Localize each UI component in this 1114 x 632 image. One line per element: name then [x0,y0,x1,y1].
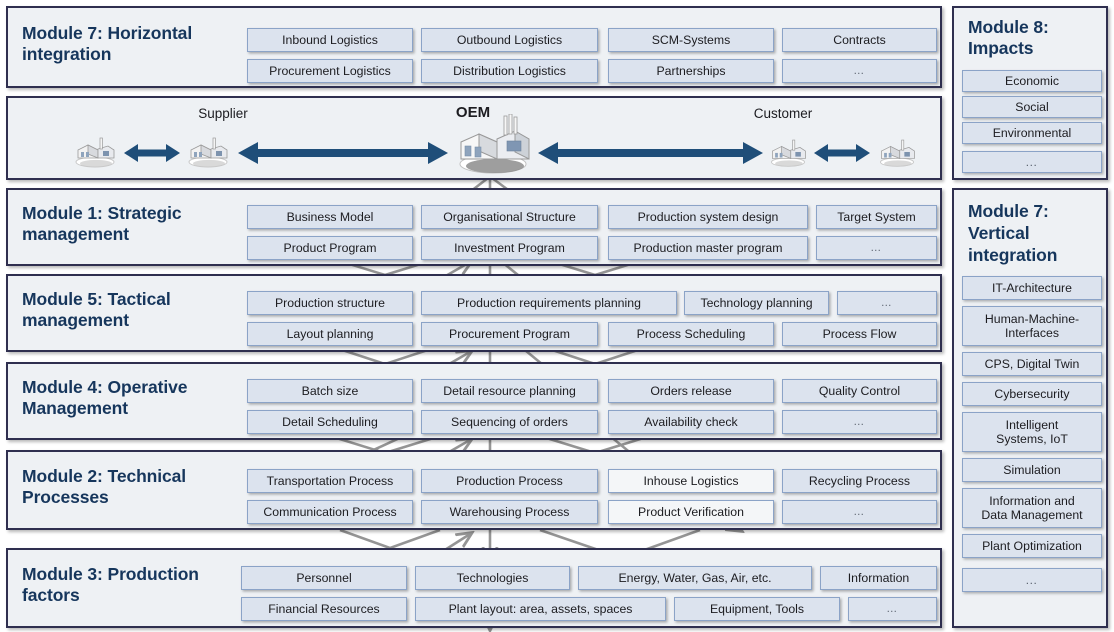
chip-equipment-tools[interactable]: Equipment, Tools [674,597,840,621]
panel-title: Module 8: Impacts [968,17,1049,58]
side-chip-it-architecture[interactable]: IT-Architecture [962,276,1102,300]
chip-detail-scheduling[interactable]: Detail Scheduling [247,410,413,434]
double-arrow-2 [238,142,448,164]
chip-product-verification[interactable]: Product Verification [608,500,774,524]
chip-quality-control[interactable]: Quality Control [782,379,937,403]
panel-module-5-tactical: Module 5: Tactical management Production… [6,274,942,352]
chip-business-model[interactable]: Business Model [247,205,413,229]
chip-target-system[interactable]: Target System [816,205,937,229]
factory-small-icon-supplier-2 [188,137,228,168]
chip-technology-planning[interactable]: Technology planning [684,291,829,315]
panel-module-7-horizontal: Module 7: Horizontal integration Inbound… [6,6,942,88]
chip-layout-planning[interactable]: Layout planning [247,322,413,346]
chip-procurement-logistics[interactable]: Procurement Logistics [247,59,413,83]
chip-production-requirements-planning[interactable]: Production requirements planning [421,291,677,315]
chip-partnerships[interactable]: Partnerships [608,59,774,83]
side-chip-environmental[interactable]: Environmental [962,122,1102,144]
chip-process-scheduling[interactable]: Process Scheduling [608,322,774,346]
factory-small-icon-customer-1 [770,139,806,167]
chip-procurement-program[interactable]: Procurement Program [421,322,598,346]
chip-production-master-program[interactable]: Production master program [608,236,808,260]
side-chip-social[interactable]: Social [962,96,1102,118]
chip-organisational-structure[interactable]: Organisational Structure [421,205,598,229]
label-supplier: Supplier [198,106,248,121]
factory-large-icon-oem [459,114,530,174]
side-chip-economic[interactable]: Economic [962,70,1102,92]
factory-small-icon-customer-2 [879,139,915,167]
panel-module-4-operative: Module 4: Operative Management Batch siz… [6,362,942,440]
chip-scm-systems[interactable]: SCM-Systems [608,28,774,52]
chip-outbound-logistics[interactable]: Outbound Logistics [421,28,598,52]
panel-module-8-impacts: Module 8: Impacts Economic Social Enviro… [952,6,1108,180]
side-chip-cybersecurity[interactable]: Cybersecurity [962,382,1102,406]
panel-title: Module 4: Operative Management [22,377,188,418]
side-chip-information-and-data-management[interactable]: Information and Data Management [962,488,1102,528]
double-arrow-1 [124,144,180,162]
side-chip-simulation[interactable]: Simulation [962,458,1102,482]
factory-small-icon-supplier-1 [75,137,115,168]
chip-inhouse-logistics[interactable]: Inhouse Logistics [608,469,774,493]
chip-warehousing-process[interactable]: Warehousing Process [421,500,598,524]
chip-distribution-logistics[interactable]: Distribution Logistics [421,59,598,83]
double-arrow-4 [814,144,870,162]
chip-plant-layout[interactable]: Plant layout: area, assets, spaces [415,597,666,621]
chip-more-production-factors[interactable]: … [848,597,937,621]
chip-process-flow[interactable]: Process Flow [782,322,937,346]
chip-more-horizontal[interactable]: … [782,59,937,83]
panel-title: Module 2: Technical Processes [22,466,187,507]
chip-more-strategic[interactable]: … [816,236,937,260]
panel-module-7-vertical: Module 7: Vertical integration IT-Archit… [952,188,1108,628]
chip-batch-size[interactable]: Batch size [247,379,413,403]
panel-module-1-strategic: Module 1: Strategic management Business … [6,188,942,266]
chip-more-technical[interactable]: … [782,500,937,524]
chip-information[interactable]: Information [820,566,937,590]
chip-sequencing-of-orders[interactable]: Sequencing of orders [421,410,598,434]
chip-personnel[interactable]: Personnel [241,566,407,590]
panel-title: Module 5: Tactical management [22,289,171,330]
side-chip-more-vertical[interactable]: … [962,568,1102,592]
chip-technologies[interactable]: Technologies [415,566,570,590]
chip-recycling-process[interactable]: Recycling Process [782,469,937,493]
chip-more-tactical-top[interactable]: … [837,291,937,315]
panel-title: Module 7: Vertical integration [968,201,1058,265]
side-chip-more-impacts[interactable]: … [962,151,1102,173]
chip-contracts[interactable]: Contracts [782,28,937,52]
panel-title: Module 1: Strategic management [22,203,182,244]
chip-production-system-design[interactable]: Production system design [608,205,808,229]
chip-investment-program[interactable]: Investment Program [421,236,598,260]
chip-detail-resource-planning[interactable]: Detail resource planning [421,379,598,403]
panel-module-3-production-factors: Module 3: Production factors Personnel T… [6,548,942,628]
label-customer: Customer [753,106,813,121]
chip-orders-release[interactable]: Orders release [608,379,774,403]
double-arrow-3 [538,142,763,164]
side-chip-human-machine-interfaces[interactable]: Human-Machine- Interfaces [962,306,1102,346]
chip-financial-resources[interactable]: Financial Resources [241,597,407,621]
side-chip-intelligent-systems-iot[interactable]: Intelligent Systems, IoT [962,412,1102,452]
chip-energy-water-gas-air[interactable]: Energy, Water, Gas, Air, etc. [578,566,812,590]
chip-production-structure[interactable]: Production structure [247,291,413,315]
chip-product-program[interactable]: Product Program [247,236,413,260]
chip-availability-check[interactable]: Availability check [608,410,774,434]
chip-inbound-logistics[interactable]: Inbound Logistics [247,28,413,52]
panel-supply-chain: Supplier OEM Customer [6,96,942,180]
side-chip-cps-digital-twin[interactable]: CPS, Digital Twin [962,352,1102,376]
panel-title: Module 3: Production factors [22,564,199,605]
panel-module-2-technical: Module 2: Technical Processes Transporta… [6,450,942,530]
chip-communication-process[interactable]: Communication Process [247,500,413,524]
chip-production-process[interactable]: Production Process [421,469,598,493]
panel-title: Module 7: Horizontal integration [22,23,193,64]
chip-transportation-process[interactable]: Transportation Process [247,469,413,493]
side-chip-plant-optimization[interactable]: Plant Optimization [962,534,1102,558]
chip-more-operative[interactable]: … [782,410,937,434]
label-oem: OEM [455,104,491,121]
